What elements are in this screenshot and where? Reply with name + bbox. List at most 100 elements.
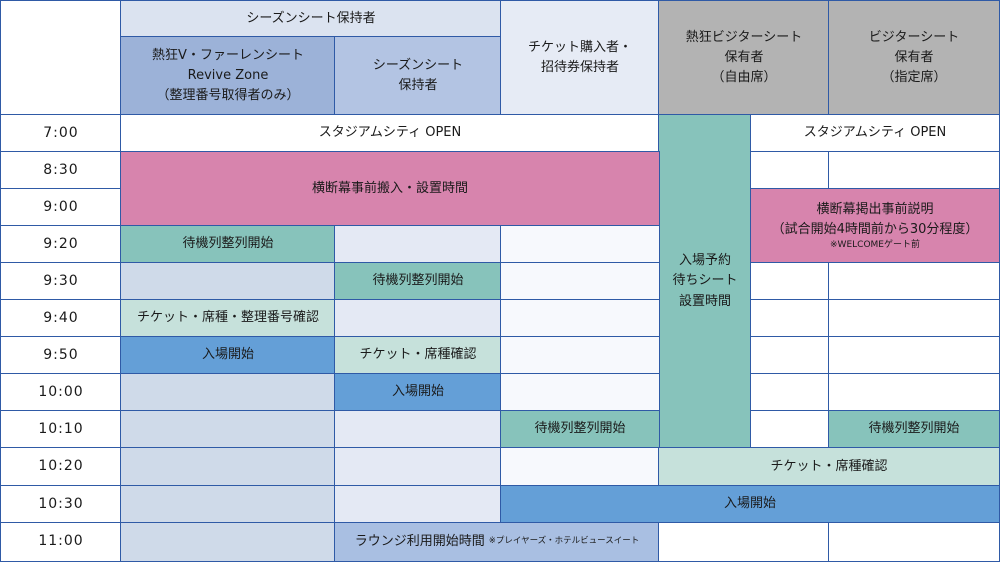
event-label: 横断幕事前搬入・設置時間	[311, 180, 468, 196]
event-label: 待機列整列開始	[868, 421, 960, 437]
event-label: チケット・席種確認	[359, 347, 477, 363]
header-col4-line1: 熱狂ビジターシート	[685, 29, 803, 45]
header-season-group: シーズンシート保持者	[120, 0, 502, 38]
time-cell: 9:00	[0, 188, 122, 227]
event-queue-col2: 待機列整列開始	[334, 262, 502, 301]
header-col4-line2: 保有者	[724, 49, 764, 65]
empty-cell	[120, 262, 336, 301]
empty-cell	[828, 299, 1000, 338]
empty-cell	[500, 299, 660, 338]
empty-cell	[500, 262, 660, 301]
event-entry-col1: 入場開始	[120, 336, 336, 375]
event-check-col1: チケット・席種・整理番号確認	[120, 299, 336, 338]
event-check-visitor: チケット・席種確認	[658, 447, 1000, 487]
header-col-ticket-holders: チケット購入者・ 招待券保持者	[500, 0, 660, 116]
empty-cell	[120, 447, 336, 487]
empty-cell	[750, 262, 830, 301]
event-label: チケット・席種・整理番号確認	[136, 310, 319, 326]
empty-cell	[658, 522, 830, 562]
header-col1-line2: Revive Zone	[187, 67, 269, 83]
header-col1-line3: （整理番号取得者のみ）	[156, 88, 300, 104]
event-queue-col5: 待機列整列開始	[828, 410, 1000, 449]
empty-cell	[750, 373, 830, 412]
time-label: 8:30	[43, 161, 79, 178]
time-cell: 7:00	[0, 114, 122, 153]
event-entry-col2: 入場開始	[334, 373, 502, 412]
time-label: 10:10	[38, 420, 84, 437]
header-season-group-label: シーズンシート保持者	[246, 10, 376, 26]
header-col-visitor-reserved: ビジターシート 保有者 （指定席）	[828, 0, 1000, 116]
event-label: 横断幕掲出事前説明	[816, 202, 934, 218]
empty-cell	[500, 373, 660, 412]
event-label: 待ちシート	[672, 273, 738, 289]
header-col3-line2: 招待券保持者	[540, 60, 619, 75]
empty-cell	[500, 225, 660, 264]
time-cell: 10:00	[0, 373, 122, 412]
time-label: 9:00	[43, 198, 79, 215]
event-banner-setup: 横断幕事前搬入・設置時間	[120, 151, 660, 227]
event-queue-col3: 待機列整列開始	[500, 410, 660, 449]
empty-cell	[828, 522, 1000, 562]
empty-cell	[334, 485, 502, 524]
empty-cell	[828, 151, 1000, 190]
event-check-col2: チケット・席種確認	[334, 336, 502, 375]
empty-cell	[120, 373, 336, 412]
empty-cell	[750, 151, 830, 190]
header-col1-line1: 熱狂V・ファーレンシート	[152, 47, 304, 63]
event-label: 設置時間	[678, 293, 731, 309]
event-label: 入場開始	[391, 384, 444, 400]
empty-cell	[828, 336, 1000, 375]
time-label: 11:00	[38, 533, 84, 550]
event-label: 入場開始	[201, 347, 254, 363]
time-label: 9:50	[43, 346, 79, 363]
empty-cell	[500, 447, 660, 487]
empty-cell	[500, 336, 660, 375]
time-cell: 10:10	[0, 410, 122, 449]
event-label: （試合開始4時間前から30分程度）	[771, 222, 979, 238]
header-col2-line1: シーズンシート	[372, 57, 464, 73]
empty-cell	[750, 336, 830, 375]
header-col5-line3: （指定席）	[881, 70, 947, 86]
header-col2-line2: 保持者	[398, 78, 438, 93]
event-entry-rest: 入場開始	[500, 485, 1000, 524]
time-label: 10:20	[38, 458, 84, 475]
event-label: スタジアムシティ OPEN	[803, 125, 947, 141]
event-stadium-open-home: スタジアムシティ OPEN	[120, 114, 660, 153]
empty-cell	[334, 410, 502, 449]
empty-cell	[828, 262, 1000, 301]
time-label: 10:30	[38, 495, 84, 512]
event-label: スタジアムシティ OPEN	[318, 125, 462, 141]
time-cell: 10:20	[0, 447, 122, 487]
empty-cell	[828, 373, 1000, 412]
time-cell: 9:50	[0, 336, 122, 375]
event-label: 待機列整列開始	[182, 236, 274, 252]
header-corner	[0, 0, 122, 116]
event-stadium-open-visitor: スタジアムシティ OPEN	[750, 114, 1000, 153]
time-cell: 9:40	[0, 299, 122, 338]
time-cell: 9:30	[0, 262, 122, 301]
event-label: 入場予約	[678, 253, 731, 269]
header-col-season-seat: シーズンシート 保持者	[334, 36, 502, 116]
time-cell: 8:30	[0, 151, 122, 190]
event-label: 入場開始	[723, 496, 776, 512]
event-reserve-seat-setup: 入場予約 待ちシート 設置時間	[658, 114, 752, 449]
event-label: ラウンジ利用開始時間	[354, 533, 485, 549]
event-queue-col1: 待機列整列開始	[120, 225, 336, 264]
time-cell: 10:30	[0, 485, 122, 524]
time-label: 9:20	[43, 235, 79, 252]
time-label: 10:00	[38, 383, 84, 400]
empty-cell	[750, 299, 830, 338]
time-label: 9:30	[43, 272, 79, 289]
header-col-visitor-free: 熱狂ビジターシート 保有者 （自由席）	[658, 0, 830, 116]
empty-cell	[750, 410, 830, 449]
event-label: チケット・席種確認	[770, 458, 888, 474]
event-note: ※WELCOMEゲート前	[830, 240, 920, 251]
header-col5-line2: 保有者	[894, 49, 934, 65]
empty-cell	[120, 485, 336, 524]
header-col-revive-zone: 熱狂V・ファーレンシート Revive Zone （整理番号取得者のみ）	[120, 36, 336, 116]
event-note: ※プレイヤーズ・ホテルビュースイート	[488, 536, 640, 547]
empty-cell	[334, 225, 502, 264]
event-label: 待機列整列開始	[534, 421, 626, 437]
time-cell: 11:00	[0, 522, 122, 562]
header-col4-line3: （自由席）	[711, 70, 777, 86]
